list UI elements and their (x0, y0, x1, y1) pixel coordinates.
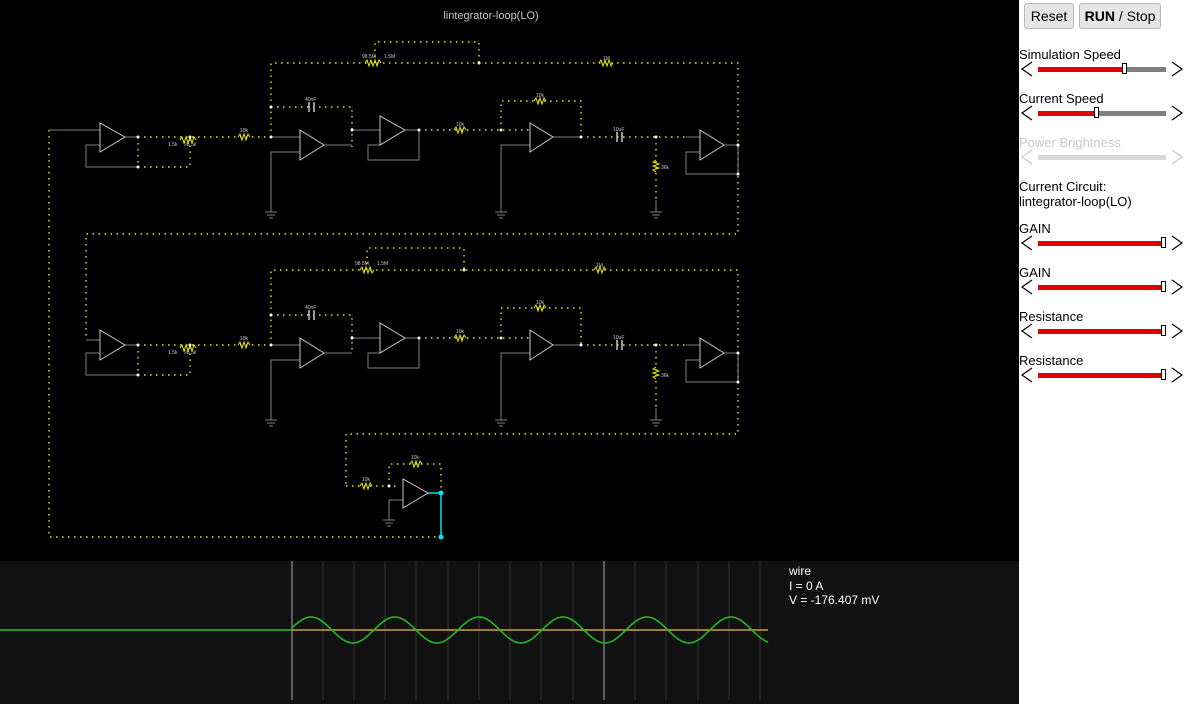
resistor-symbols (179, 58, 661, 491)
label-r-1m-2: 1M (596, 263, 603, 269)
label-r-10k-d: 10k (240, 336, 249, 342)
scope-info-title: wire (789, 564, 812, 578)
scope-plot[interactable] (0, 561, 1019, 704)
sim-speed-slider[interactable] (1019, 61, 1185, 77)
slider-thumb[interactable] (1161, 369, 1166, 380)
label-r-top1b: 1.5M (384, 54, 395, 60)
slider-fill (1038, 67, 1126, 72)
label-r-36k-2: 36k (661, 373, 670, 379)
chevron-left-icon[interactable] (1020, 323, 1034, 339)
sim-speed-label: Simulation Speed (1019, 47, 1121, 62)
chevron-right-icon[interactable] (1170, 105, 1184, 121)
label-r-10k-a: 10k (240, 128, 249, 134)
label-cap-40nf-1: 40nF (305, 97, 316, 103)
run-stop-button[interactable]: RUN / Stop (1079, 3, 1161, 29)
label-cap-40nf-2: 40nF (305, 305, 316, 311)
slider-track (1038, 155, 1166, 160)
slider-fill (1038, 111, 1097, 116)
oscilloscope-panel[interactable] (0, 561, 1019, 704)
chevron-right-icon[interactable] (1170, 235, 1184, 251)
chevron-left-icon (1020, 149, 1033, 165)
slider-thumb[interactable] (1161, 281, 1166, 292)
resistance1-label: Resistance (1019, 309, 1084, 324)
wires-active-top (48, 41, 739, 538)
slider-thumb[interactable] (1093, 107, 1099, 118)
slider-fill (1038, 285, 1166, 290)
slider-fill (1038, 373, 1166, 378)
circuit-schematic[interactable]: 98.5M 1.5M 1M 1.5k 98.5k 10k 40nF 10k 10… (0, 0, 1019, 561)
resistance2-slider[interactable] (1019, 367, 1185, 383)
control-sidebar: Reset RUN / Stop Simulation Speed Curren… (1019, 0, 1185, 704)
run-label: RUN (1084, 8, 1115, 24)
slider-thumb[interactable] (1161, 325, 1166, 336)
label-r-10k-e: 10k (536, 300, 545, 306)
slider-track[interactable] (1038, 369, 1166, 380)
chevron-left-icon[interactable] (1020, 279, 1034, 295)
chevron-left-icon[interactable] (1020, 367, 1034, 383)
wires-active-bottom (137, 247, 739, 493)
scope-waveform-trace (291, 616, 769, 644)
chevron-right-icon[interactable] (1170, 367, 1184, 383)
label-r-1m-1: 1M (603, 56, 610, 62)
probe-wire[interactable] (428, 490, 444, 540)
chevron-right-icon[interactable] (1170, 61, 1184, 77)
circuit-title: lintegrator-loop(LO) (443, 10, 539, 22)
chevron-left-icon[interactable] (1020, 105, 1034, 121)
chevron-right-icon (1171, 149, 1184, 165)
stop-label: / Stop (1114, 8, 1156, 24)
label-r-top1: 98.5M (362, 54, 376, 60)
current-circuit-label: Current Circuit: (1019, 179, 1107, 194)
gain1-label: GAIN (1019, 221, 1051, 236)
label-cap-10uf-2: 10uF (613, 335, 624, 341)
label-r-div2: 1.5k (168, 350, 178, 356)
slider-fill (1038, 241, 1166, 246)
label-r-10k-f: 10k (456, 329, 465, 335)
slider-thumb[interactable] (1161, 237, 1166, 248)
power-brightness-slider (1019, 149, 1185, 165)
gain2-slider[interactable] (1019, 279, 1185, 295)
slider-track[interactable] (1038, 63, 1166, 74)
scope-info: wire I = 0 A V = -176.407 mV (789, 564, 879, 608)
component-labels: 98.5M 1.5M 1M 1.5k 98.5k 10k 40nF 10k 10… (168, 54, 670, 483)
slider-thumb[interactable] (1122, 63, 1128, 74)
slider-fill (1038, 329, 1166, 334)
slider-track[interactable] (1038, 281, 1166, 292)
label-r-div1b: 98.5k (184, 142, 197, 148)
power-brightness-label: Power Brightness (1019, 135, 1121, 150)
label-r-36k-1: 36k (661, 165, 670, 171)
reset-button[interactable]: Reset (1024, 3, 1074, 29)
ground-symbols (265, 200, 662, 527)
label-r-10k-h: 10k (411, 455, 420, 461)
scope-info-current: I = 0 A (789, 578, 824, 593)
capacitor-symbols (308, 102, 623, 350)
label-cap-10uf-1: 10uF (613, 127, 624, 133)
current-speed-slider[interactable] (1019, 105, 1185, 121)
label-r-top2b: 1.5M (377, 261, 388, 267)
slider-track[interactable] (1038, 325, 1166, 336)
label-r-10k-g: 10k (362, 477, 371, 483)
chevron-left-icon[interactable] (1020, 61, 1034, 77)
label-r-top2: 98.5M (355, 261, 369, 267)
label-r-div1: 1.5k (168, 142, 178, 148)
label-r-div2b: 98.5k (184, 350, 197, 356)
junction-dots (136, 61, 740, 488)
resistance2-label: Resistance (1019, 353, 1084, 368)
wires-idle (49, 129, 739, 527)
gain1-slider[interactable] (1019, 235, 1185, 251)
label-r-10k-b: 10k (536, 93, 545, 99)
current-speed-label: Current Speed (1019, 91, 1104, 106)
circuit-canvas[interactable]: lintegrator-loop(LO) (0, 0, 1019, 561)
slider-track[interactable] (1038, 237, 1166, 248)
chevron-left-icon[interactable] (1020, 235, 1034, 251)
label-r-10k-c: 10k (456, 122, 465, 128)
slider-track[interactable] (1038, 107, 1166, 118)
chevron-right-icon[interactable] (1170, 323, 1184, 339)
scope-info-voltage: V = -176.407 mV (789, 593, 880, 607)
resistance1-slider[interactable] (1019, 323, 1185, 339)
opamp-symbols (99, 115, 725, 509)
chevron-right-icon[interactable] (1170, 279, 1184, 295)
current-circuit-name: lintegrator-loop(LO) (1019, 194, 1132, 209)
gain2-label: GAIN (1019, 265, 1051, 280)
